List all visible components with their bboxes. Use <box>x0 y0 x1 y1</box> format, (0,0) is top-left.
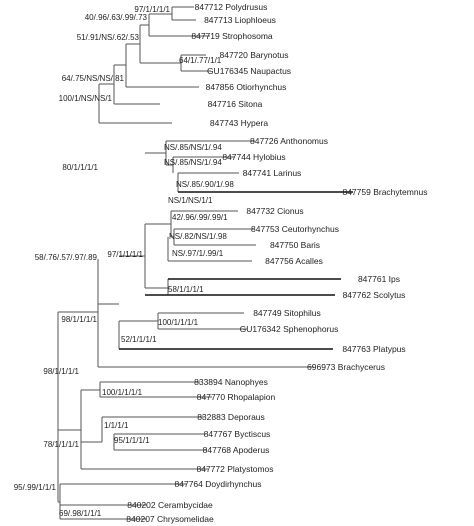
taxon-label: GU176342 Sphenophorus <box>240 324 339 334</box>
support-value-label: 1/1/1/1 <box>104 421 129 430</box>
support-value-label: 42/.96/.99/.99/1 <box>172 213 228 222</box>
taxon-label: 847770 Rhopalapion <box>197 392 276 402</box>
taxon-label: 847759 Brachytemnus <box>342 187 427 197</box>
support-value-label: NS/.85/NS/1/.94 <box>164 143 222 152</box>
taxon-label: 847719 Strophosoma <box>191 31 273 41</box>
support-value-label: 80/1/1/1/1 <box>62 163 98 172</box>
taxon-label: 833894 Nanophyes <box>194 377 268 387</box>
support-value-label: 95/.99/1/1/1 <box>14 483 57 492</box>
taxon-label: 847856 Otiorhynchus <box>206 82 287 92</box>
support-value-label: 78/1/1/1/1 <box>43 440 79 449</box>
tree-branches <box>57 6 353 520</box>
taxon-label: 847763 Platypus <box>342 344 405 354</box>
taxon-label: 847712 Polydrusus <box>195 2 268 12</box>
support-value-label: NS/1/NS/1/1 <box>168 196 213 205</box>
support-value-label: 58/.76/.57/.97/.89 <box>35 253 98 262</box>
taxon-label: 696973 Brachycerus <box>307 362 385 372</box>
taxon-label: 847749 Sitophilus <box>253 308 321 318</box>
support-value-label: 98/1/1/1/1 <box>61 315 97 324</box>
tree-labels: 847712 Polydrusus 847713 Liophloeus 847719… <box>14 2 428 524</box>
taxon-label: 847726 Anthonomus <box>250 136 328 146</box>
support-value-label: 100/1/1/1/1 <box>102 388 143 397</box>
taxon-label: 847762 Scolytus <box>343 290 406 300</box>
support-value-label: 51/.91/NS/.62/.53 <box>77 33 140 42</box>
support-value-label: 58/1/1/1/1 <box>168 285 204 294</box>
taxon-label: 847756 Acalles <box>265 256 323 266</box>
taxon-label: 847761 Ips <box>358 274 400 284</box>
support-value-label: NS/.82/NS/1/.98 <box>169 232 227 241</box>
taxon-label: 847753 Ceutorhynchus <box>251 224 339 234</box>
support-value-label: 40/.96/.63/.99/.73 <box>85 13 148 22</box>
support-value-label: 97/1/1/1/1 <box>107 250 143 259</box>
support-value-label: NS/.97/1/.99/1 <box>172 249 224 258</box>
taxon-label: 840207 Chrysomelidae <box>126 514 214 524</box>
support-value-label: 95/1/1/1/1 <box>114 436 150 445</box>
taxon-label: 832883 Deporaus <box>197 412 265 422</box>
support-value-label: NS/.85/.90/1/.98 <box>176 180 234 189</box>
taxon-label: GU176345 Naupactus <box>207 66 291 76</box>
support-value-label: 97/1/1/1/1 <box>134 5 170 14</box>
taxon-label: 840202 Cerambycidae <box>127 500 213 510</box>
taxon-label: 847720 Barynotus <box>220 50 289 60</box>
support-value-label: 98/1/1/1/1 <box>43 367 79 376</box>
taxon-label: 847767 Byctiscus <box>204 429 271 439</box>
taxon-label: 847768 Apoderus <box>203 445 270 455</box>
taxon-label: 847772 Platystomos <box>196 464 273 474</box>
support-value-label: 52/1/1/1/1 <box>121 335 157 344</box>
support-value-label: 100/1/NS/NS/1 <box>59 94 113 103</box>
support-value-label: 100/1/1/1/1 <box>158 318 199 327</box>
support-value-label: 69/.98/1/1/1 <box>59 509 102 518</box>
support-value-label: 64/.75/NS/NS/.81 <box>62 74 125 83</box>
taxon-label: 847743 Hypera <box>210 118 268 128</box>
taxon-label: 847741 Larinus <box>243 168 302 178</box>
taxon-label: 847713 Liophloeus <box>204 15 276 25</box>
taxon-label: 847744 Hylobius <box>222 152 285 162</box>
support-value-label: 64/1/.77/1/1 <box>179 56 222 65</box>
taxon-label: 847732 Cionus <box>246 206 303 216</box>
taxon-label: 847716 Sitona <box>208 99 263 109</box>
taxon-label: 847764 Doydirhynchus <box>175 479 262 489</box>
support-value-label: NS/.85/NS/1/.94 <box>164 158 222 167</box>
taxon-label: 847750 Baris <box>270 240 320 250</box>
